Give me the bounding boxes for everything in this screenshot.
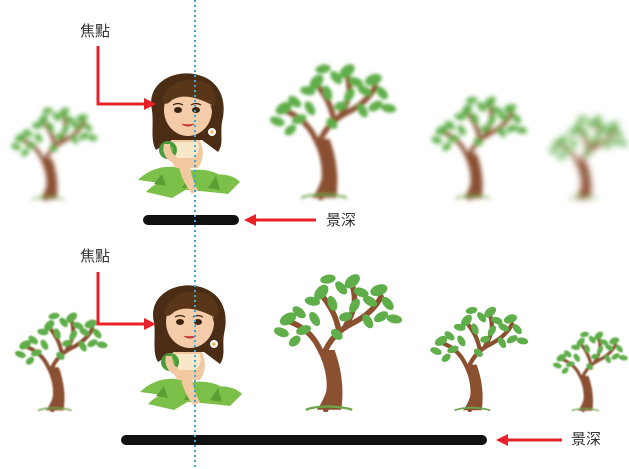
tree-icon xyxy=(429,305,528,411)
depth-of-field-label: 景深 xyxy=(326,211,357,229)
tree-icon xyxy=(552,328,629,412)
tree-icon xyxy=(14,310,108,410)
depth-of-field-label: 景深 xyxy=(571,430,602,448)
tree-icon xyxy=(548,112,629,200)
tree-icon xyxy=(430,95,528,199)
focus-label: 焦點 xyxy=(80,247,111,265)
tree-icon xyxy=(269,61,397,198)
focus-arrow xyxy=(96,272,150,326)
panel-shallow-dof xyxy=(10,46,629,226)
focus-label: 焦點 xyxy=(80,22,111,40)
tree-icon xyxy=(10,103,100,202)
panel-deep-dof xyxy=(14,271,629,446)
girl-figure xyxy=(139,284,243,411)
girl-figure xyxy=(137,72,241,199)
tree-icon xyxy=(273,271,403,409)
focus-arrow xyxy=(96,46,150,106)
